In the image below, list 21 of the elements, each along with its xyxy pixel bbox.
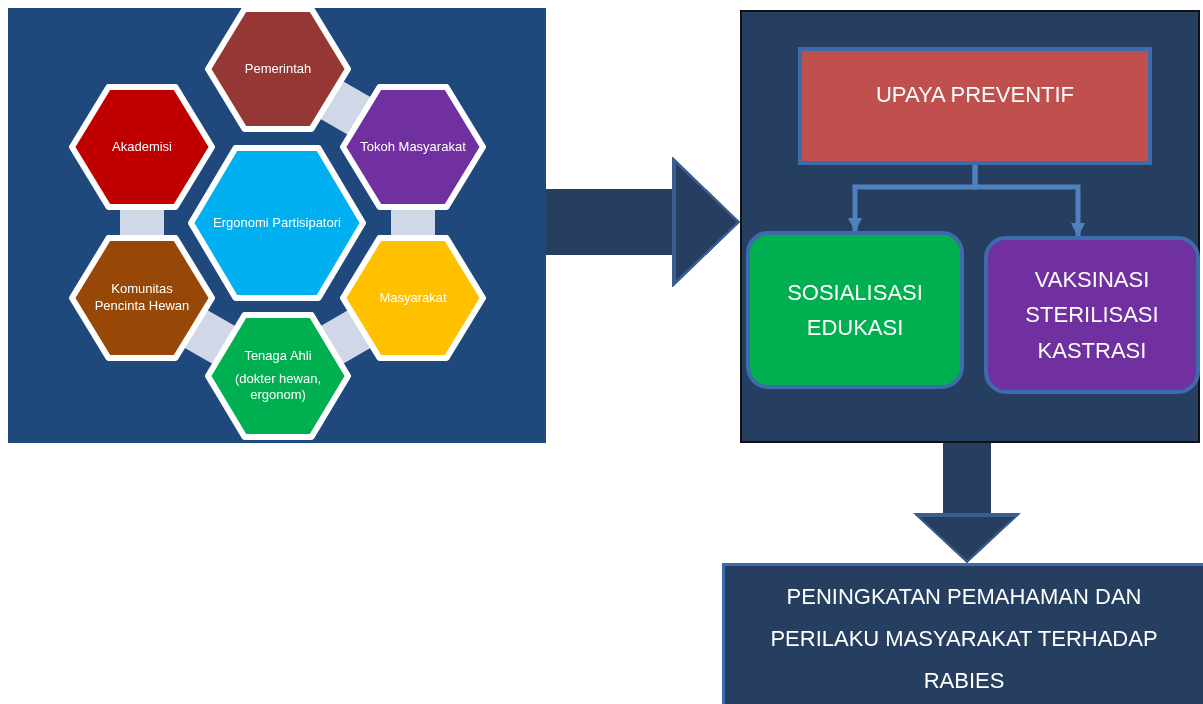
block-arrow bbox=[913, 443, 1021, 563]
box-label: SOSIALISASI EDUKASI bbox=[786, 278, 924, 342]
hexagon-label: (dokter hewan, ergonom) bbox=[234, 370, 322, 405]
box-label: UPAYA PREVENTIF bbox=[875, 81, 1074, 109]
arrow bbox=[972, 165, 1085, 237]
panel-background bbox=[740, 10, 1200, 443]
hexagon-label: Masyarakat bbox=[379, 289, 447, 307]
result-box bbox=[722, 563, 1203, 704]
block-arrow bbox=[546, 157, 740, 287]
panel-background bbox=[8, 8, 546, 443]
hexagon-label: Komunitas Pencinta Hewan bbox=[93, 281, 191, 315]
hexagon-label: Pemerintah bbox=[244, 60, 312, 78]
hexagon-label: Tenaga Ahli bbox=[244, 347, 312, 365]
hexagon-label: Ergonomi Partisipatori bbox=[213, 214, 341, 232]
hexagon-label: Tokoh Masyarakat bbox=[360, 138, 466, 156]
box-label: PENINGKATAN PEMAHAMAN DAN PERILAKU MASYARAKAT TERHADAP RABIES bbox=[769, 583, 1159, 695]
process-box bbox=[798, 47, 1152, 165]
hexagon-label: Akademisi bbox=[112, 138, 172, 156]
rounded-box bbox=[746, 231, 964, 389]
box-label: VAKSINASI STERILISASI KASTRASI bbox=[1024, 266, 1160, 365]
rounded-box bbox=[984, 236, 1200, 394]
